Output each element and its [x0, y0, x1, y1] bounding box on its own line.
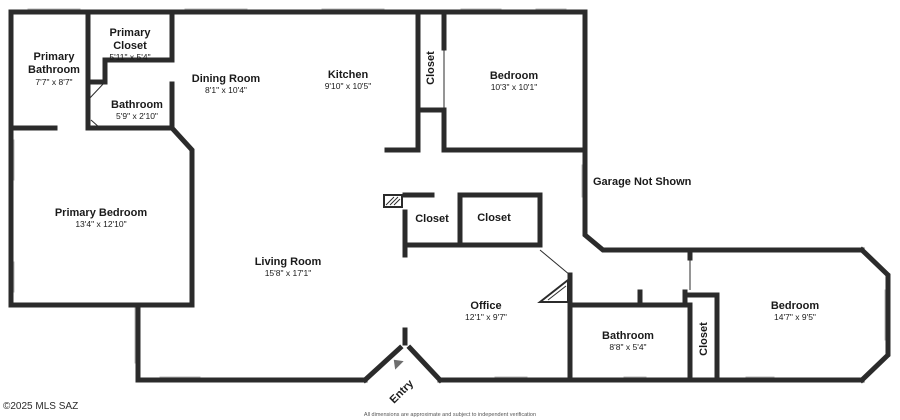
dining-room-dims: 8'1" x 10'4": [205, 85, 247, 95]
office-name: Office: [470, 300, 501, 312]
room-label-dining-room: Dining Room 8'1" x 10'4": [192, 73, 261, 95]
room-label-primary-bathroom: Primary Bathroom 7'7" x 8'7": [28, 51, 80, 87]
closet-vertical-top-label: Closet: [425, 51, 437, 85]
bedroom-top-dims: 10'3" x 10'1": [491, 82, 538, 92]
office-dims: 12'1" x 9'7": [465, 312, 507, 322]
room-label-office: Office 12'1" x 9'7": [465, 300, 507, 322]
room-label-primary-closet: Primary Closet 5'11" x 5'4": [109, 27, 151, 62]
bathroom-right-dims: 8'8" x 5'4": [609, 342, 646, 352]
copyright-text: ©2025 MLS SAZ: [3, 401, 78, 412]
entry-label: Entry: [388, 377, 417, 406]
bathroom-small-dims: 5'9" x 2'10": [116, 111, 158, 121]
hatched-cabinet: [383, 194, 403, 208]
room-label-living-room: Living Room 15'8" x 17'1": [255, 256, 322, 278]
disclaimer-text: All dimensions are approximate and subje…: [364, 412, 536, 418]
garage-not-shown-note: Garage Not Shown: [593, 176, 692, 188]
bathroom-small-name: Bathroom: [111, 99, 163, 111]
entry-arrow-icon: [393, 359, 404, 370]
bedroom-top-name: Bedroom: [490, 70, 539, 82]
primary-closet-name-1: Primary: [110, 27, 152, 39]
living-room-name: Living Room: [255, 256, 322, 268]
living-room-dims: 15'8" x 17'1": [265, 268, 312, 278]
dining-room-name: Dining Room: [192, 73, 261, 85]
primary-closet-name-2: Closet: [113, 40, 147, 52]
kitchen-dims: 9'10" x 10'5": [325, 81, 372, 91]
primary-bathroom-name-2: Bathroom: [28, 64, 80, 76]
primary-bathroom-name-1: Primary: [34, 51, 76, 63]
bedroom-right-dims: 14'7" x 9'5": [774, 312, 816, 322]
interior-details: [87, 48, 691, 290]
room-label-bathroom-right: Bathroom 8'8" x 5'4": [602, 330, 654, 352]
kitchen-name: Kitchen: [328, 69, 369, 81]
room-label-kitchen: Kitchen 9'10" x 10'5": [325, 69, 372, 91]
primary-closet-dims: 5'11" x 5'4": [109, 52, 150, 62]
room-label-bedroom-right: Bedroom 14'7" x 9'5": [771, 300, 820, 322]
room-label-primary-bedroom: Primary Bedroom 13'4" x 12'10": [55, 207, 148, 229]
closet-vertical-right-label: Closet: [698, 322, 710, 356]
primary-bedroom-dims: 13'4" x 12'10": [75, 219, 126, 229]
bathroom-right-name: Bathroom: [602, 330, 654, 342]
room-label-bedroom-top: Bedroom 10'3" x 10'1": [490, 70, 539, 92]
closet-b-label: Closet: [477, 212, 511, 224]
walls: [8, 9, 891, 384]
bedroom-right-name: Bedroom: [771, 300, 820, 312]
primary-bedroom-name: Primary Bedroom: [55, 207, 148, 219]
primary-bathroom-dims: 7'7" x 8'7": [35, 77, 72, 87]
closet-a-label: Closet: [415, 213, 449, 225]
corner-cabinet: [537, 277, 569, 303]
room-label-bathroom-small: Bathroom 5'9" x 2'10": [111, 99, 163, 121]
windows: [8, 8, 891, 383]
